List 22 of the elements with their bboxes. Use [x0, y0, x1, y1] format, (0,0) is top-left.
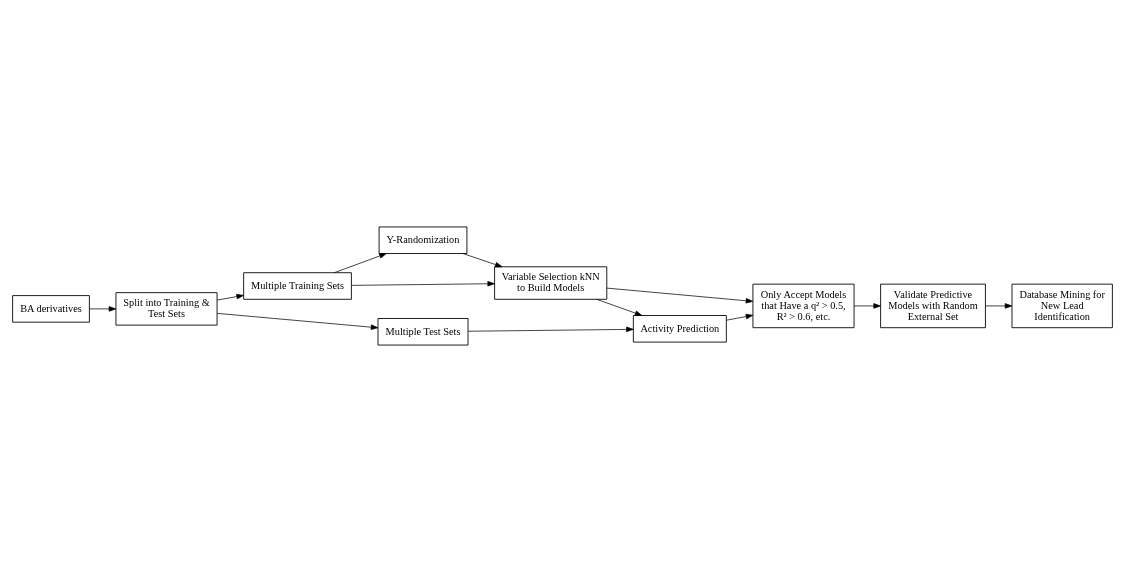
node-box: Multiple Test Sets [377, 318, 469, 346]
node-box: Split into Training & Test Sets [115, 292, 218, 326]
node-box: BA derivatives [12, 295, 90, 323]
node-box: Validate Predictive Models with Random External Set [880, 283, 986, 329]
arrow [462, 253, 503, 268]
arrow [985, 303, 1013, 309]
arrow [726, 313, 754, 321]
arrow [216, 293, 244, 301]
node-box: Variable Selection kNN to Build Models [494, 266, 608, 300]
node-box: Only Accept Models that Have a q² > 0.5, R² > 0.6, etc. [752, 283, 855, 329]
arrow [606, 287, 754, 304]
arrow [89, 306, 117, 312]
arrow [334, 253, 387, 273]
node-box: Multiple Training Sets [243, 272, 352, 300]
arrow [853, 303, 881, 309]
arrow [351, 281, 495, 287]
arrow [467, 326, 634, 333]
node-box: Activity Prediction [632, 315, 727, 343]
arrow [216, 313, 379, 330]
node-box: Y-Randomization [378, 226, 468, 254]
arrow [596, 298, 643, 316]
node-box: Database Mining for New Lead Identification [1011, 283, 1113, 329]
